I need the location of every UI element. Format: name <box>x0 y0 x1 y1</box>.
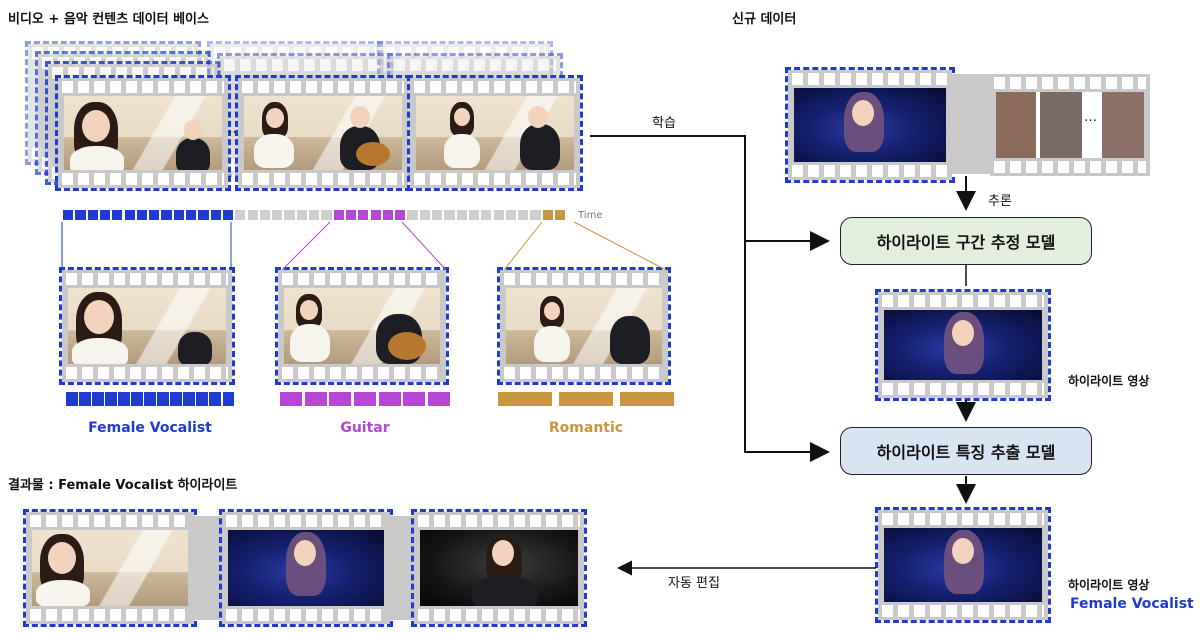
timeline-segment-purple <box>357 209 370 221</box>
timeline-segment-gray <box>443 209 456 221</box>
timeline-segment-purple <box>344 209 358 221</box>
category-segment <box>329 392 352 406</box>
timeline-segment-blue <box>221 209 235 221</box>
timeline-segment-gray <box>308 209 321 221</box>
timeline-segment-blue <box>86 209 99 221</box>
female-vocalist-segment-bar <box>66 392 234 406</box>
guitar-segment-bar <box>280 392 450 406</box>
highlight-video-label-1: 하이라이트 영상 <box>1068 374 1150 388</box>
auto-edit-label: 자동 편집 <box>668 576 720 591</box>
timeline-segment-blue <box>98 209 112 221</box>
category-label-guitar: Guitar <box>340 420 390 436</box>
new-data-title: 신규 데이터 <box>732 12 797 27</box>
category-segment <box>559 392 613 406</box>
timeline-segment-purple <box>332 209 345 221</box>
timeline-segment-blue <box>123 209 136 221</box>
timeline-bar <box>62 209 574 221</box>
category-segment <box>157 392 169 406</box>
category-segment <box>118 392 130 406</box>
category-segment <box>66 392 78 406</box>
category-label-female-vocalist: Female Vocalist <box>88 420 212 436</box>
category-segment <box>403 392 426 406</box>
new-data-gap <box>952 74 992 174</box>
category-frame-guitar <box>275 267 449 385</box>
timeline-segment-purple <box>394 209 407 221</box>
category-segment <box>170 392 182 406</box>
category-segment <box>498 392 552 406</box>
timeline-segment-gray <box>406 209 419 221</box>
timeline-segment-gray <box>271 209 284 221</box>
timeline-link-guitar-left <box>281 221 331 271</box>
timeline-segment-purple <box>369 209 382 221</box>
category-frame-romantic <box>497 267 671 385</box>
timeline-segment-gold <box>541 209 554 221</box>
highlight-segment-model: 하이라이트 구간 추정 모델 <box>840 217 1092 265</box>
category-segment <box>620 392 674 406</box>
category-segment <box>378 392 401 406</box>
category-segment <box>105 392 117 406</box>
timeline-link-romantic-right <box>573 221 667 271</box>
category-segment <box>196 392 208 406</box>
timeline-segment-purple <box>381 209 395 221</box>
timeline-segment-gray <box>234 209 247 221</box>
timeline-segment-blue <box>185 209 198 221</box>
timeline-segment-gray <box>418 209 431 221</box>
timeline-segment-gray <box>258 209 272 221</box>
timeline-segment-gray <box>492 209 505 221</box>
category-frame-female-vocalist <box>59 267 235 385</box>
timeline-segment-gray <box>504 209 518 221</box>
category-segment <box>131 392 143 406</box>
timeline-segment-blue <box>160 209 173 221</box>
category-label-romantic: Romantic <box>548 420 624 436</box>
result-title: 결과물 : Female Vocalist 하이라이트 <box>8 478 238 493</box>
romantic-segment-bar <box>498 392 674 406</box>
timeline-segment-gray <box>283 209 296 221</box>
timeline-segment-gray <box>480 209 493 221</box>
time-axis-label: Time <box>578 210 603 221</box>
timeline-segment-gray <box>431 209 444 221</box>
category-segment <box>183 392 195 406</box>
category-segment <box>304 392 327 406</box>
category-segment <box>79 392 91 406</box>
timeline-segment-gray <box>529 209 542 221</box>
category-segment <box>428 392 450 406</box>
timeline-segment-gray <box>467 209 481 221</box>
timeline-segment-blue <box>62 209 75 221</box>
timeline-segment-blue <box>148 209 161 221</box>
timeline-segment-gray <box>517 209 530 221</box>
timeline-segment-gray <box>246 209 259 221</box>
category-segment <box>92 392 104 406</box>
timeline-segment-gray <box>295 209 308 221</box>
timeline-segment-gray <box>320 209 333 221</box>
category-segment <box>144 392 156 406</box>
category-segment <box>280 392 302 406</box>
timeline-segment-blue <box>111 209 124 221</box>
new-data-frames-thumbs <box>990 74 1150 176</box>
highlight-video-frame-2 <box>875 507 1051 623</box>
timeline-segment-blue <box>135 209 149 221</box>
timeline-segment-gray <box>455 209 468 221</box>
timeline-segment-blue <box>209 209 222 221</box>
timeline-segment-blue <box>197 209 210 221</box>
learning-arrow-to-feature-model <box>590 135 830 462</box>
category-segment <box>222 392 234 406</box>
highlight-feature-model: 하이라이트 특징 추출 모델 <box>840 427 1092 475</box>
timeline-segment-gold <box>554 209 567 221</box>
category-segment <box>354 392 376 406</box>
database-frame-vocalist <box>55 75 231 191</box>
database-title: 비디오 + 음악 컨텐츠 데이터 베이스 <box>8 12 209 27</box>
timeline-link-guitar-right <box>401 221 447 271</box>
timeline-segment-blue <box>74 209 87 221</box>
category-segment <box>209 392 221 406</box>
inference-label: 추론 <box>988 194 1012 209</box>
highlight-video-label-2: 하이라이트 영상 <box>1068 578 1150 592</box>
timeline-segment-blue <box>172 209 185 221</box>
ellipsis-2: … <box>1084 110 1097 125</box>
output-category-label: Female Vocalist <box>1070 596 1194 612</box>
learning-label: 학습 <box>652 116 676 131</box>
timeline-link-romantic-left <box>503 221 543 271</box>
